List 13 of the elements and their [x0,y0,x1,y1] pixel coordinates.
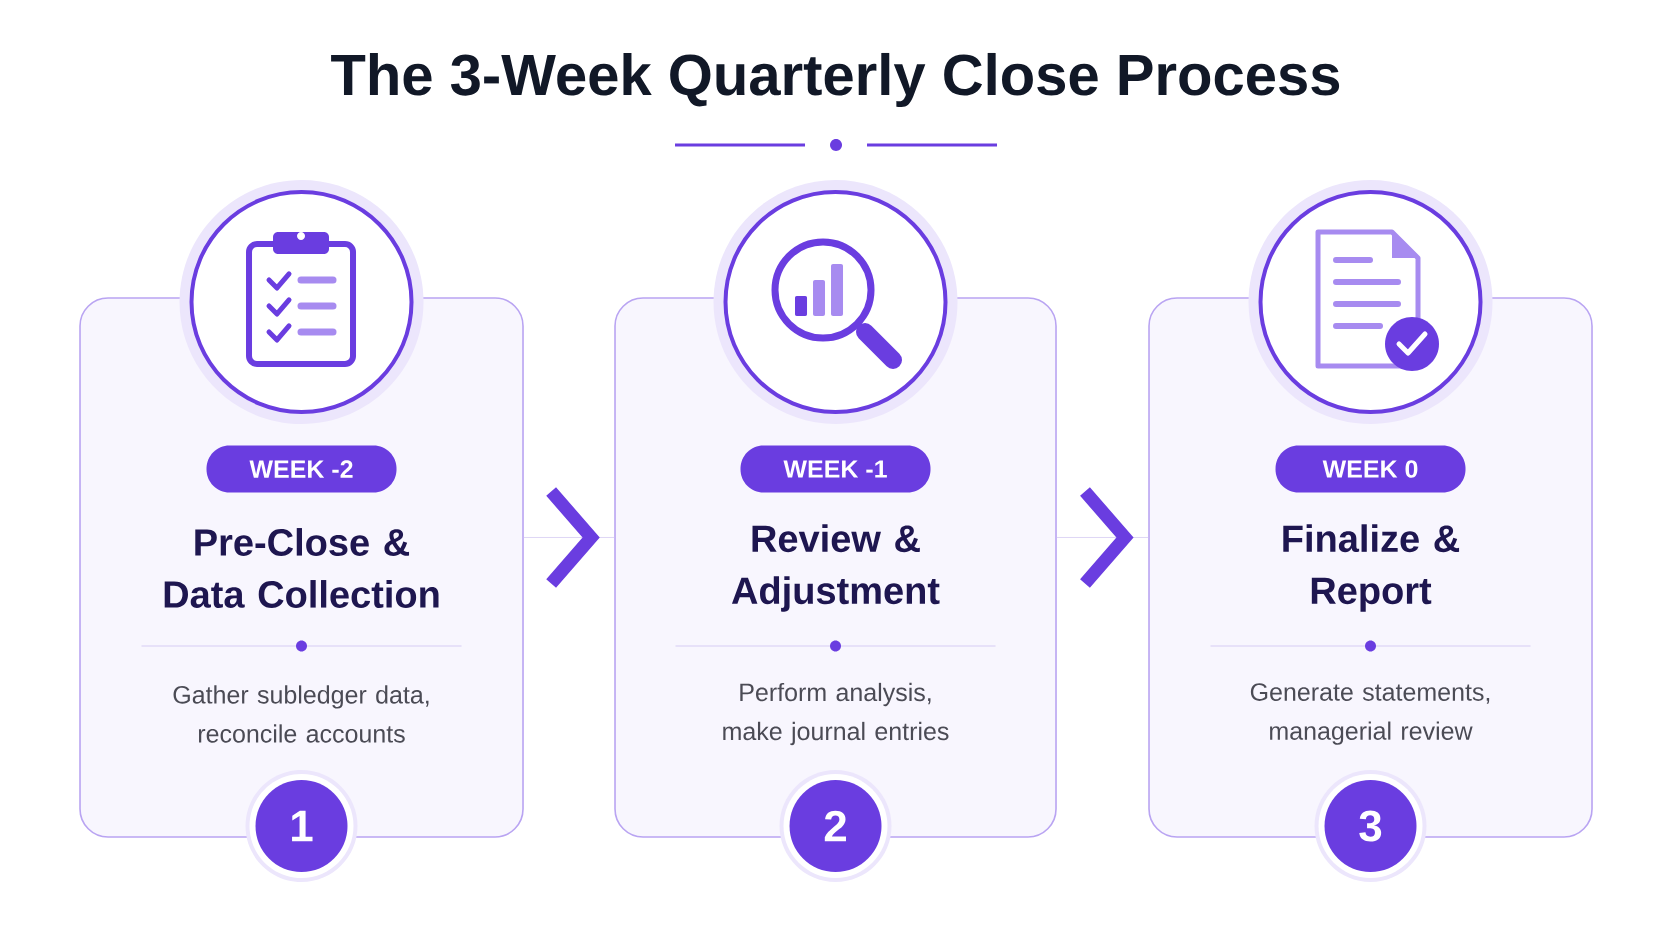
week-badge: WEEK 0 [1275,445,1466,493]
step-description: Perform analysis, make journal entries [723,682,949,746]
step-number: 2 [779,770,892,882]
step-title: Pre-Close & Data Collection [164,528,439,608]
step-description: Gather subledger data, reconcile accounts [173,685,429,743]
title: The 3-Week Quarterly Close Process [331,52,1340,107]
step-number: 3 [1314,770,1427,882]
week-badge: WEEK -1 [740,445,931,493]
step-description: Generate statements, managerial review [1250,683,1490,745]
week-badge: WEEK -2 [206,445,397,493]
step-title: Finalize & Report [1283,524,1460,612]
step-number: 1 [245,770,358,882]
step-title: Review & Adjustment [731,524,940,612]
